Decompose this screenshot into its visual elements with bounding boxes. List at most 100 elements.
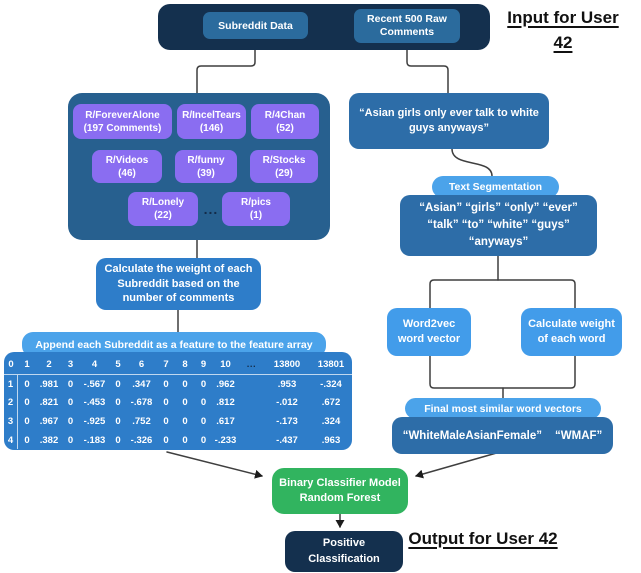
wire-final-to-classifier <box>415 451 501 479</box>
wire-table-to-classifier <box>166 451 263 479</box>
table-cell: .382 <box>39 434 59 446</box>
table-header-cell: 1 <box>24 359 30 370</box>
table-cell: 0 <box>163 415 169 427</box>
table-cell: -.233 <box>214 434 237 446</box>
table-cell: 2 <box>4 393 18 413</box>
subreddit-count: (1) <box>249 210 263 221</box>
subreddit-box: R/ForeverAlone (197 Comments) <box>73 104 172 139</box>
final-vectors-label: Final most similar word vectors <box>405 398 601 419</box>
table-cell: -.678 <box>130 397 153 409</box>
subreddit-count: (22) <box>154 210 172 221</box>
table-header-cell: 13800 <box>273 359 301 370</box>
table-cell: 0 <box>163 378 169 390</box>
table-cell: -.925 <box>83 415 106 427</box>
subreddit-data-node: Subreddit Data <box>203 12 308 39</box>
calculate-subreddit-weight-node: Calculate the weight of each Subreddit b… <box>96 258 261 310</box>
result-node: Positive Classification <box>285 531 403 572</box>
table-cell: .347 <box>132 378 151 390</box>
table-cell: 0 <box>24 434 30 446</box>
table-cell: 0 <box>115 415 121 427</box>
subreddit-count: (197 Comments) <box>83 122 162 134</box>
word2vec-node: Word2vec word vector <box>387 308 471 356</box>
subreddit-name: R/IncelTears <box>182 109 241 121</box>
subreddit-data-label: Subreddit Data <box>218 19 293 32</box>
recent-comments-node: Recent 500 Raw Comments <box>354 9 460 43</box>
subreddit-name: R/ForeverAlone <box>85 109 160 121</box>
table-cell: .324 <box>321 415 341 427</box>
subreddit-name: R/4Chan <box>264 109 306 121</box>
table-cell: 0 <box>115 378 121 390</box>
table-cell: .812 <box>216 397 235 409</box>
table-cell: -.453 <box>83 397 106 409</box>
final-vectors-node: “WhiteMaleAsianFemale” “WMAF” <box>392 417 613 454</box>
table-cell <box>239 394 264 413</box>
subreddit-count: (46) <box>118 167 136 179</box>
table-cell: 0 <box>115 434 121 446</box>
table-header-cell: 9 <box>200 359 207 370</box>
table-cell: 0 <box>200 415 207 427</box>
subreddit-count: (29) <box>275 167 293 179</box>
table-cell: 0 <box>24 397 30 409</box>
subreddit-box: R/pics (1) <box>222 192 290 226</box>
subreddit-name: R/Stocks <box>262 154 306 166</box>
table-header-cell: 2 <box>46 359 52 370</box>
wire-quote-to-segmentation <box>451 148 493 177</box>
text-segmentation-label: Text Segmentation <box>432 176 559 198</box>
output-annotation: Output for User 42 <box>408 529 558 548</box>
subreddit-ellipsis: ... <box>203 201 219 217</box>
table-header-cell: 4 <box>91 359 98 370</box>
subreddit-name: R/Lonely <box>141 197 185 208</box>
table-cell <box>239 412 264 431</box>
table-cell: 0 <box>182 378 188 390</box>
recent-comments-label: Recent 500 Raw Comments <box>367 12 447 38</box>
table-cell: 0 <box>182 397 188 409</box>
table-cell: 3 <box>4 412 18 431</box>
table-cell <box>239 375 264 394</box>
table-cell: 0 <box>67 434 74 446</box>
table-header-cell: 8 <box>182 359 188 370</box>
table-header-cell: 5 <box>115 359 121 370</box>
table-cell: -.437 <box>276 434 298 446</box>
table-cell: 0 <box>67 378 74 390</box>
segmented-words-node: “Asian” “girls” “only” “ever” “talk” “to… <box>400 195 597 256</box>
table-header-cell: 3 <box>67 359 74 370</box>
table-header-cell: 10 <box>220 359 231 370</box>
table-cell: -.012 <box>276 397 298 409</box>
table-cell: .672 <box>321 397 341 409</box>
table-header-cell: 13801 <box>317 359 345 370</box>
table-cell: -.324 <box>320 378 342 390</box>
classifier-node: Binary Classifier Model Random Forest <box>272 468 408 514</box>
table-header-cell: 6 <box>138 359 145 370</box>
table-cell: -.326 <box>130 434 153 446</box>
subreddit-name: R/funny <box>187 154 225 166</box>
subreddit-box: R/Lonely (22) <box>128 192 198 226</box>
subreddit-box: R/IncelTears (146) <box>177 104 246 139</box>
table-cell: 0 <box>115 397 121 409</box>
table-cell: .963 <box>321 434 341 446</box>
table-cell: 0 <box>200 378 207 390</box>
table-cell: -.173 <box>276 415 298 427</box>
table-cell: .962 <box>216 378 235 390</box>
table-cell: 1 <box>4 375 18 394</box>
table-cell: .821 <box>39 397 59 409</box>
table-cell: 0 <box>182 434 188 446</box>
table-cell: 0 <box>200 397 207 409</box>
input-header-bar: Subreddit Data Recent 500 Raw Comments <box>158 4 490 50</box>
table-cell: -.567 <box>83 378 106 390</box>
final-vector-primary: “WhiteMaleAsianFemale” <box>402 429 543 442</box>
table-cell <box>239 431 264 450</box>
table-cell: .981 <box>39 378 59 390</box>
table-cell: .617 <box>216 415 235 427</box>
table-header-cell: 7 <box>163 359 169 370</box>
table-header-cell: 0 <box>8 359 14 370</box>
calc-word-weight-node: Calculate weight of each word <box>521 308 622 356</box>
table-cell: .953 <box>277 378 297 390</box>
input-annotation: Input for User 42 <box>507 8 619 52</box>
